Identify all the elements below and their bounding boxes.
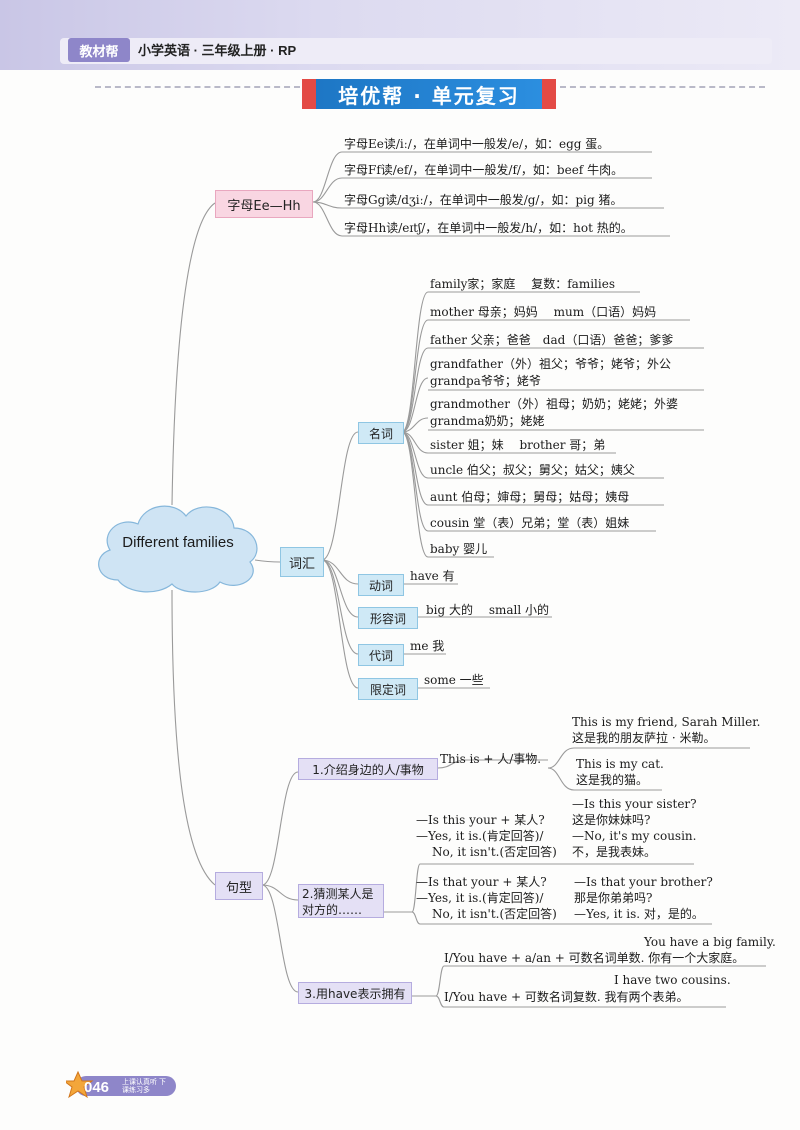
banner-decoration-right [560, 86, 765, 102]
letter-rule-e: 字母Ee读/iː/，在单词中一般发/e/，如：egg 蛋。 [344, 137, 610, 151]
connector-letter-1 [312, 151, 343, 203]
example-cat-zh: 这是我的猫。 [576, 773, 649, 787]
connector-pattern-3 [261, 884, 299, 993]
example-cat-en: This is my cat. [576, 757, 664, 771]
branch-vocab: 词汇 [280, 547, 324, 577]
guess-ex1-q-zh: 这是你妹妹吗? [572, 813, 651, 827]
guess-q2: —Is that your + 某人? [416, 875, 547, 889]
pattern-have-label: 3.用have表示拥有 [304, 986, 406, 1001]
pos-pronouns-label: 代词 [368, 648, 393, 663]
guess-a1-no: No, it isn't.(否定回答) [432, 845, 557, 859]
banner-decoration-left [95, 86, 300, 102]
book-title: 小学英语 · 三年级上册 · RP [138, 43, 297, 58]
cloud-shape [98, 505, 258, 593]
section-banner: 培优帮 · 单元复习 [302, 79, 556, 109]
connector-letter-4 [312, 201, 343, 237]
noun-mother: mother 母亲；妈妈 mum（口语）妈妈 [430, 305, 657, 319]
connector-nouns [321, 431, 359, 561]
have-formula-1: I/You have + a/an + 可数名词单数. 你有一个大家庭。 [444, 951, 745, 965]
pattern-guess-label: 2.猜测某人是对方的…… [302, 887, 374, 917]
noun-grandmother: grandmother（外）祖母；奶奶；姥姥；外婆 [430, 397, 678, 411]
guess-ex1-a: —No, it's my cousin. [572, 829, 697, 843]
pos-adjectives-label: 形容词 [369, 611, 406, 626]
pos-pronouns: 代词 [358, 644, 404, 666]
pos-verbs: 动词 [358, 574, 404, 596]
pos-nouns: 名词 [358, 422, 404, 444]
branch-letters-label: 字母Ee—Hh [227, 198, 301, 214]
branch-sentences-label: 句型 [225, 880, 252, 896]
noun-grandfather: grandfather（外）祖父；爷爷；姥爷；外公 [430, 357, 671, 371]
noun-family: family家；家庭 复数：families [430, 277, 615, 291]
example-friend-en: This is my friend, Sarah Miller. [572, 715, 761, 729]
branch-sentences: 句型 [215, 872, 263, 900]
connector-pattern-2 [261, 884, 299, 901]
noun-baby: baby 婴儿 [430, 542, 488, 556]
letter-rule-g: 字母Gg读/dʒiː/，在单词中一般发/g/，如：pig 猪。 [344, 193, 623, 207]
section-title: 培优帮 · 单元复习 [338, 83, 520, 108]
pattern-introduce-label: 1.介绍身边的人/事物 [312, 762, 424, 777]
have-formula-2: I/You have + 可数名词复数. 我有两个表弟。 [444, 990, 689, 1004]
guess-a2-yes: —Yes, it is.(肯定回答)/ [416, 891, 544, 905]
noun-father: father 父亲；爸爸 dad（口语）爸爸；爹爹 [430, 333, 674, 347]
connector-pattern-1 [261, 771, 299, 886]
noun-grandma: grandma奶奶；姥姥 [430, 414, 545, 428]
pattern-guess: 2.猜测某人是对方的…… [298, 884, 384, 918]
verb-have: have 有 [410, 569, 455, 583]
guess-a1-yes: —Yes, it is.(肯定回答)/ [416, 829, 544, 843]
pos-adjectives: 形容词 [358, 607, 418, 629]
connector-vocab [254, 559, 281, 563]
guess-ex1-a-zh: 不，是我表妹。 [572, 845, 657, 859]
pos-verbs-label: 动词 [368, 578, 393, 593]
guess-ex2-q: —Is that your brother? [574, 875, 713, 889]
branch-vocab-label: 词汇 [288, 556, 315, 572]
central-topic: Different families [122, 534, 234, 551]
brand-text: 教材帮 [79, 43, 119, 59]
connector-pronouns [321, 559, 359, 655]
pos-determiners: 限定词 [358, 678, 418, 700]
page-number: 046 [84, 1079, 110, 1096]
guess-ex2-a: —Yes, it is. 对，是的。 [574, 907, 704, 921]
noun-sister: sister 姐；妹 brother 哥；弟 [430, 438, 606, 452]
guess-a2-no: No, it isn't.(否定回答) [432, 907, 557, 921]
pattern-introduce: 1.介绍身边的人/事物 [298, 758, 438, 780]
noun-cousin: cousin 堂（表）兄弟；堂（表）姐妹 [430, 516, 630, 530]
noun-uncle: uncle 伯父；叔父；舅父；姑父；姨父 [430, 463, 635, 477]
connector-sentences [171, 589, 216, 886]
pos-nouns-label: 名词 [368, 426, 393, 441]
connector-letters [171, 202, 216, 506]
connector-adjectives [321, 559, 359, 618]
guess-ex1-q: —Is this your sister? [572, 797, 697, 811]
determiner-some: some 一些 [424, 673, 484, 687]
pattern-have: 3.用have表示拥有 [298, 982, 412, 1004]
star-icon [66, 1070, 94, 1099]
footer-tagline: 上课认真听 下课练习多 [122, 1079, 166, 1094]
noun-aunt: aunt 伯母；婶母；舅母；姑母；姨母 [430, 490, 630, 504]
page-number-badge [66, 1070, 176, 1099]
brand-logo: 教材帮 [68, 38, 130, 62]
adjectives-big-small: big 大的 small 小的 [426, 603, 550, 617]
pattern-introduce-formula: This is + 人/事物. [440, 752, 542, 766]
example-friend-zh: 这是我的朋友萨拉 · 米勒。 [572, 731, 716, 745]
connector-determiners [321, 559, 359, 689]
header-strip [60, 38, 772, 64]
branch-letters: 字母Ee—Hh [215, 190, 313, 218]
letter-rule-h: 字母Hh读/eɪtʃ/，在单词中一般发/h/，如：hot 热的。 [344, 221, 633, 235]
letter-rule-f: 字母Ff读/ef/，在单词中一般发/f/，如：beef 牛肉。 [344, 163, 624, 177]
noun-grandpa: grandpa爷爷；姥爷 [430, 374, 541, 388]
connector-letter-2 [312, 177, 343, 203]
guess-ex2-q-zh: 那是你弟弟吗? [574, 891, 653, 905]
guess-q1: —Is this your + 某人? [416, 813, 545, 827]
have-ex2-en: I have two cousins. [614, 973, 731, 987]
pronoun-me: me 我 [410, 639, 445, 653]
have-ex1-en: You have a big family. [644, 935, 776, 949]
pos-determiners-label: 限定词 [369, 682, 406, 697]
